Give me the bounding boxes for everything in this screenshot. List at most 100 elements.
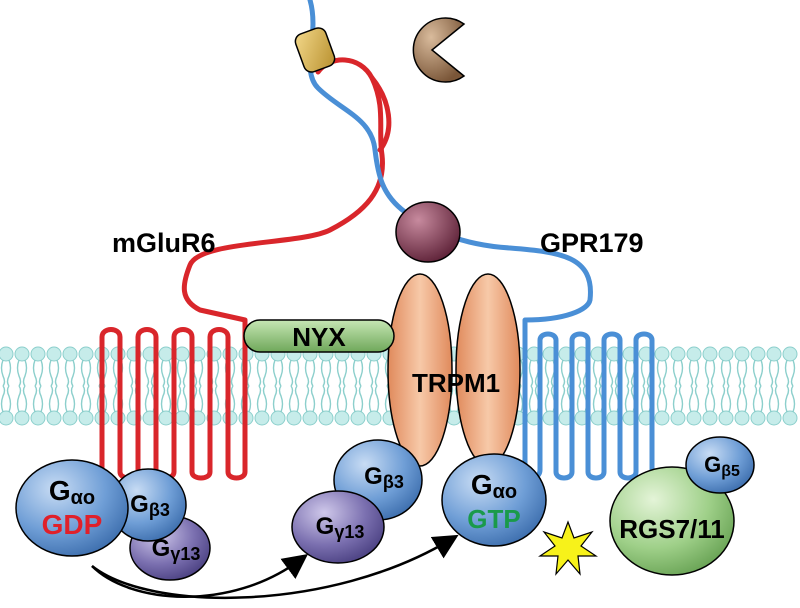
lipid-tail bbox=[336, 359, 342, 387]
lipid-tail bbox=[182, 385, 188, 413]
nyx-protein bbox=[243, 319, 395, 353]
lipid-tail bbox=[784, 359, 790, 387]
lipid-head bbox=[734, 346, 750, 362]
lipid-tail bbox=[678, 385, 684, 413]
lipid-tail bbox=[576, 359, 582, 387]
lipid-tail bbox=[656, 385, 662, 413]
rgs7-11-label: RGS7/11 bbox=[619, 514, 725, 544]
mglur6-extracellular-loop bbox=[369, 75, 392, 153]
lipid-tail bbox=[576, 385, 582, 413]
trpm1-label: TRPM1 bbox=[412, 368, 500, 398]
lipid-head bbox=[718, 346, 734, 362]
lipid-tail bbox=[16, 385, 22, 413]
lipid-head bbox=[702, 346, 718, 362]
lipid-tail bbox=[720, 359, 726, 387]
lipid-tail bbox=[38, 359, 44, 387]
lipid-tail bbox=[560, 359, 566, 387]
mglur6-label: mGluR6 bbox=[112, 228, 216, 258]
lipid-head bbox=[750, 346, 766, 362]
g-gamma13-left-label: Gγ13 bbox=[152, 535, 201, 564]
gdp-label: GDP bbox=[42, 509, 103, 540]
lipid-tail bbox=[608, 385, 614, 413]
g-beta5 bbox=[685, 436, 755, 494]
lipid-tail bbox=[326, 385, 332, 413]
arrow-to-g-alpha-gtp bbox=[91, 534, 459, 600]
lipid-head bbox=[0, 346, 14, 362]
lipid-tail bbox=[704, 385, 710, 413]
lipid-tail bbox=[86, 359, 92, 387]
lipid-tail bbox=[640, 385, 646, 413]
lipid-tail bbox=[774, 385, 780, 413]
g-alpha-o-right bbox=[441, 453, 547, 547]
lipid-tail bbox=[166, 385, 172, 413]
lipid-tail bbox=[288, 385, 294, 413]
gtp-label: GTP bbox=[467, 504, 520, 534]
lipid-tail bbox=[0, 385, 6, 413]
lipid-head bbox=[670, 410, 686, 426]
lipid-tail bbox=[544, 385, 550, 413]
lipid-tail bbox=[752, 359, 758, 387]
lipid-tail bbox=[230, 359, 236, 387]
g-alpha-o-right-label: Gαo bbox=[471, 469, 517, 503]
lipid-head bbox=[62, 410, 78, 426]
lipid-tail bbox=[742, 385, 748, 413]
lipid-head bbox=[654, 410, 670, 426]
lipid-tail bbox=[70, 359, 76, 387]
lipid-tail bbox=[592, 359, 598, 387]
lipid-tail bbox=[198, 359, 204, 387]
lipid-head bbox=[62, 346, 78, 362]
brown-ligand-pacman-icon bbox=[412, 17, 466, 83]
lipid-tail bbox=[54, 385, 60, 413]
lipid-tail bbox=[710, 359, 716, 387]
lipid-head bbox=[174, 346, 190, 362]
lipid-tail bbox=[144, 385, 150, 413]
lipid-tail bbox=[688, 359, 694, 387]
lipid-tail bbox=[128, 359, 134, 387]
lipid-tail bbox=[48, 385, 54, 413]
lipid-tail bbox=[608, 359, 614, 387]
lipid-tail bbox=[544, 359, 550, 387]
g-alpha-o-left-label: Gαo bbox=[49, 475, 95, 509]
lipid-tail bbox=[246, 359, 252, 387]
lipid-tail bbox=[662, 385, 668, 413]
lipid-tail bbox=[640, 359, 646, 387]
lipid-tail bbox=[0, 359, 6, 387]
lipid-head bbox=[654, 346, 670, 362]
lipid-tail bbox=[256, 385, 262, 413]
lipid-tail bbox=[246, 385, 252, 413]
lipid-tail bbox=[256, 359, 262, 387]
lipid-head bbox=[158, 410, 174, 426]
lipid-tail bbox=[214, 385, 220, 413]
lipid-tail bbox=[774, 359, 780, 387]
nyx-label: NYX bbox=[292, 322, 346, 352]
lipid-head bbox=[30, 410, 46, 426]
lipid-head bbox=[30, 346, 46, 362]
lipid-tail bbox=[112, 385, 118, 413]
lipid-head bbox=[366, 410, 382, 426]
lipid-tail bbox=[678, 359, 684, 387]
lipid-tail bbox=[624, 385, 630, 413]
lipid-head bbox=[766, 346, 782, 362]
lipid-tail bbox=[166, 359, 172, 387]
lipid-tail bbox=[528, 359, 534, 387]
lipid-tail bbox=[336, 385, 342, 413]
lipid-tail bbox=[112, 359, 118, 387]
lipid-tail bbox=[48, 359, 54, 387]
lipid-tail bbox=[278, 359, 284, 387]
lipid-tail bbox=[688, 385, 694, 413]
lipid-tail bbox=[672, 385, 678, 413]
lipid-tail bbox=[214, 359, 220, 387]
lipid-head bbox=[718, 410, 734, 426]
lipid-tail bbox=[32, 385, 38, 413]
g-beta5-label: Gβ5 bbox=[704, 452, 740, 480]
lipid-tail bbox=[54, 359, 60, 387]
lipid-tail bbox=[198, 385, 204, 413]
lipid-head bbox=[14, 346, 30, 362]
lipid-tail bbox=[624, 359, 630, 387]
lipid-tail bbox=[6, 359, 12, 387]
lipid-tail bbox=[160, 359, 166, 387]
g-gamma13-mid-label: Gγ13 bbox=[316, 513, 365, 542]
lipid-tail bbox=[758, 385, 764, 413]
lipid-tail bbox=[560, 385, 566, 413]
